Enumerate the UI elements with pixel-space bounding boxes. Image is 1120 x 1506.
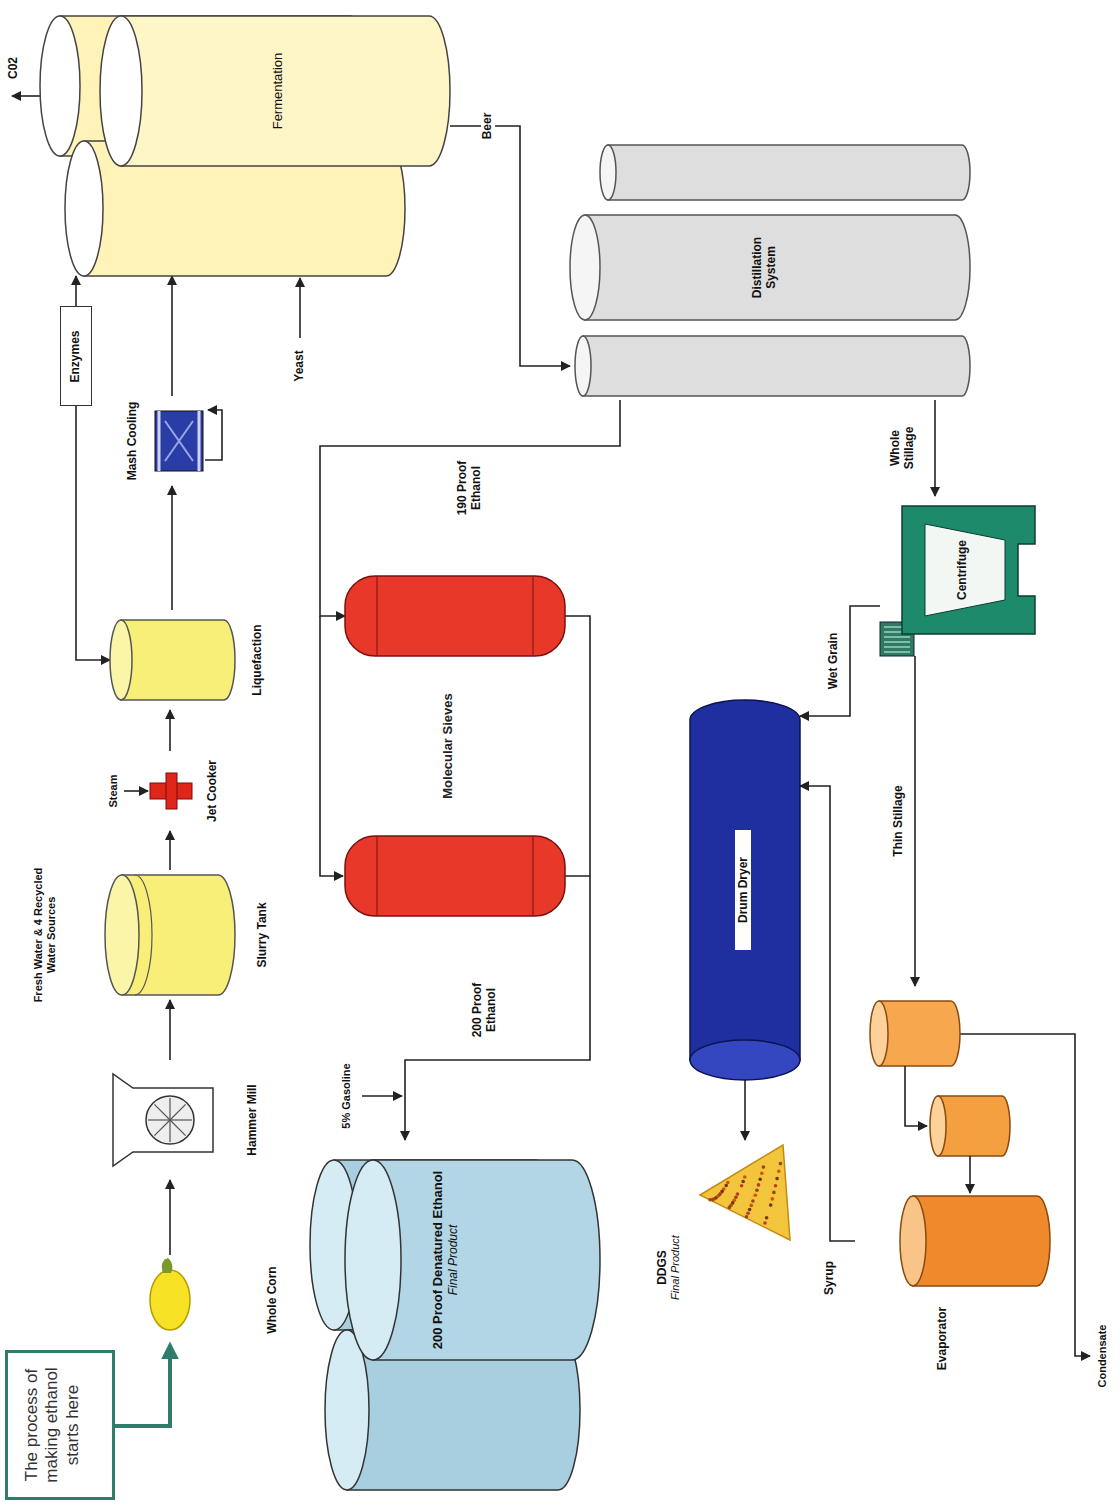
drum-dryer: Drum Dryer: [690, 700, 800, 1080]
enzymes-box: Enzymes: [60, 306, 92, 406]
text-area: Slurry Tank: [255, 870, 269, 1000]
node-label: Drum Dryer: [735, 830, 751, 950]
text-area: Whole Corn: [265, 1255, 279, 1345]
text-area: Distillation System: [750, 215, 779, 320]
text-area: Evaporator: [935, 1291, 949, 1386]
product-tanks-picture: [310, 1140, 600, 1500]
evaporator: Evaporator: [855, 986, 1060, 1386]
flow-connector: [169, 1000, 171, 1060]
node-label: Whole Corn: [265, 1255, 279, 1345]
flow-connector: [171, 276, 173, 396]
corn-input-picture: [125, 1255, 285, 1345]
molecular-sieves: Molecular Sieves: [345, 576, 565, 916]
text-area: Mash Cooling: [125, 396, 139, 486]
flow-connector: [169, 831, 171, 870]
text-area: The process of making ethanol starts her…: [22, 1359, 83, 1491]
text-area: Molecular Sieves: [440, 666, 456, 826]
flow-label: Wet Grain: [827, 631, 841, 691]
flow-connector: [75, 276, 77, 306]
node-label: Liquefaction: [250, 610, 264, 710]
sieve-outlet-branch: [565, 616, 590, 876]
flow-connector: [914, 656, 916, 986]
start-callout: The process of making ethanol starts her…: [5, 1350, 115, 1500]
jet-cooker-picture: [150, 751, 245, 831]
flow-connector: [800, 606, 880, 716]
text-area: Enzymes: [68, 308, 82, 405]
start-arrow: [115, 1345, 170, 1426]
flow-connector: [169, 710, 171, 751]
text-area: Liquefaction: [250, 610, 264, 710]
additive-label: 5% Gasoline: [340, 1061, 353, 1130]
flow-label: Syrup: [823, 1259, 837, 1297]
flow-label: 200 Proof Ethanol: [471, 972, 499, 1048]
node-label: Molecular Sieves: [440, 666, 456, 826]
input-label: Yeast: [293, 348, 307, 383]
steam-arrow: [124, 790, 148, 792]
flow-connector: [169, 1180, 171, 1255]
node-label: The process of making ethanol starts her…: [22, 1359, 83, 1491]
mash-cooler: Mash Cooling: [125, 396, 205, 486]
node-label: Centrifuge: [955, 532, 969, 608]
co2-arrow: [12, 95, 40, 97]
node-label: Mash Cooling: [125, 396, 139, 486]
node-label: Evaporator: [935, 1291, 949, 1386]
input-note: Fresh Water & 4 Recycled Water Sources: [32, 863, 57, 1007]
text-area: Drum Dryer: [735, 830, 751, 950]
text-area: Fermentation: [270, 16, 286, 166]
flow-connector: [934, 400, 936, 496]
corn-input: Whole Corn: [125, 1255, 285, 1345]
flow-label: 190 Proof Ethanol: [456, 451, 484, 525]
mash-recycle-loop: [205, 410, 222, 460]
fermentation-tanks: Fermentation: [40, 11, 450, 276]
flow-connector: [744, 1080, 746, 1140]
flow-label: Whole Stillage: [889, 415, 917, 481]
flow-connector: [76, 406, 110, 660]
flow-connector: [171, 486, 173, 610]
text-area: Jet Cooker: [205, 751, 219, 831]
hammer-mill: Hammer Mill: [95, 1060, 285, 1180]
sieve-feed-branch: [320, 616, 343, 876]
text-area: Hammer Mill: [245, 1060, 259, 1180]
node-label: Hammer Mill: [245, 1060, 259, 1180]
slurry-tank: Slurry Tank: [105, 870, 285, 1000]
text-area: DDGSFinal Product: [655, 1225, 683, 1310]
node-label: Enzymes: [68, 308, 82, 405]
output-label: Condensate: [1096, 1323, 1109, 1390]
liquefaction-tank: Liquefaction: [110, 610, 285, 710]
node-label: 200 Proof Denatured Ethanol: [430, 1170, 446, 1350]
flow-label: Thin Stillage: [892, 783, 906, 858]
fermentation-tanks-picture: [40, 11, 450, 276]
jet-cooker: Jet Cooker: [150, 751, 245, 831]
evaporator-picture: [855, 986, 1060, 1386]
node-label: Fermentation: [270, 16, 286, 166]
node-label: DDGS: [655, 1225, 669, 1310]
flow-connector: [450, 126, 570, 366]
node-label: Slurry Tank: [255, 870, 269, 1000]
condensate-line: [960, 1034, 1090, 1356]
yeast-arrow: [299, 278, 301, 338]
gasoline-arrow: [362, 1095, 402, 1097]
flow-label: Beer: [481, 111, 495, 142]
text-area: Centrifuge: [955, 532, 969, 608]
ddgs-product: DDGSFinal Product: [655, 1140, 800, 1310]
node-label: Distillation System: [750, 215, 779, 320]
steam-label: Steam: [107, 772, 120, 809]
node-sublabel: Final Product: [669, 1225, 682, 1310]
node-sublabel: Final Product: [446, 1170, 460, 1350]
flow-connector: [800, 786, 855, 1241]
text-area: 200 Proof Denatured EthanolFinal Product: [430, 1170, 460, 1350]
centrifuge: Centrifuge: [880, 496, 1045, 656]
product-tanks: 200 Proof Denatured EthanolFinal Product: [310, 1140, 600, 1500]
distillation-columns: Distillation System: [570, 140, 975, 400]
node-label: Jet Cooker: [205, 751, 219, 831]
gas-output-label: C02: [7, 55, 21, 81]
